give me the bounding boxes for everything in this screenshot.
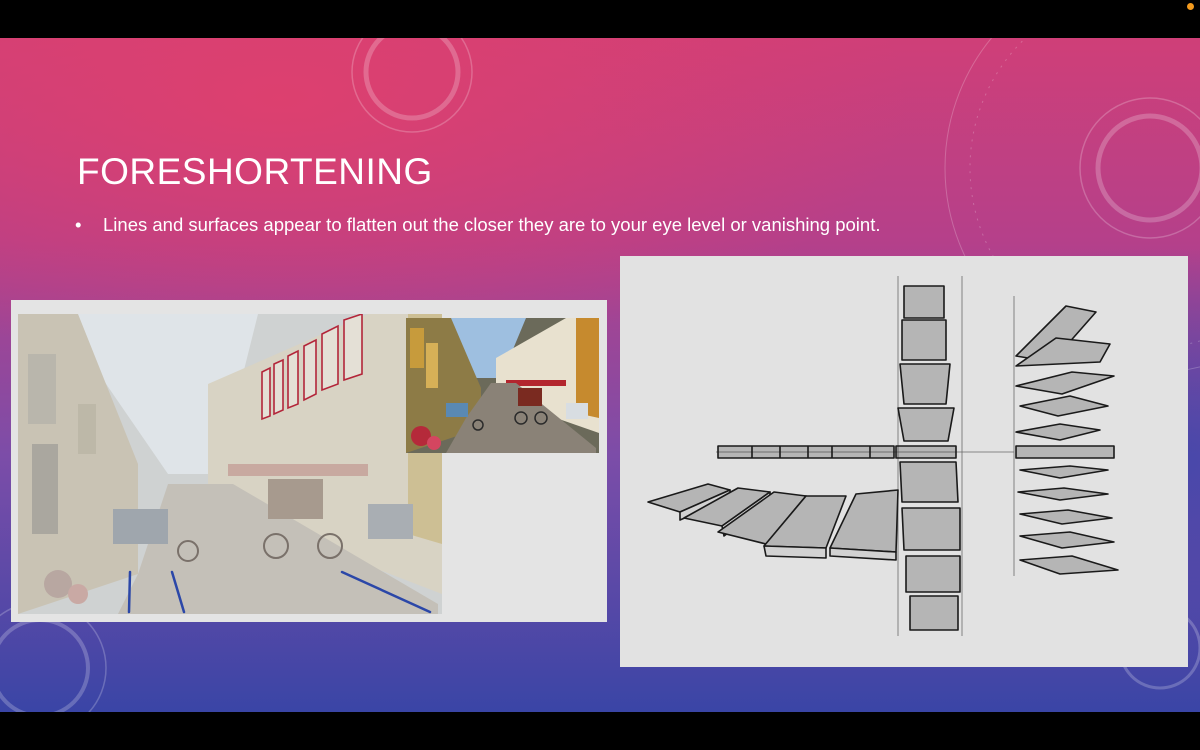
- street-photo-original: [406, 318, 599, 453]
- recording-indicator-icon: [1187, 3, 1194, 10]
- bullet-text: Lines and surfaces appear to flatten out…: [103, 214, 881, 235]
- bullet-item: • Lines and surfaces appear to flatten ou…: [75, 214, 880, 236]
- foreshortening-sketch-panel: [620, 256, 1188, 667]
- slide-title: FORESHORTENING: [77, 151, 433, 192]
- street-photo-panel: [11, 300, 607, 622]
- presentation-slide: FORESHORTENING • Lines and surfaces appea…: [0, 38, 1200, 712]
- bullet-symbol: •: [75, 214, 82, 235]
- street-photo-faded: [18, 314, 442, 614]
- foreshortened-boxes-sketch: [647, 276, 1119, 636]
